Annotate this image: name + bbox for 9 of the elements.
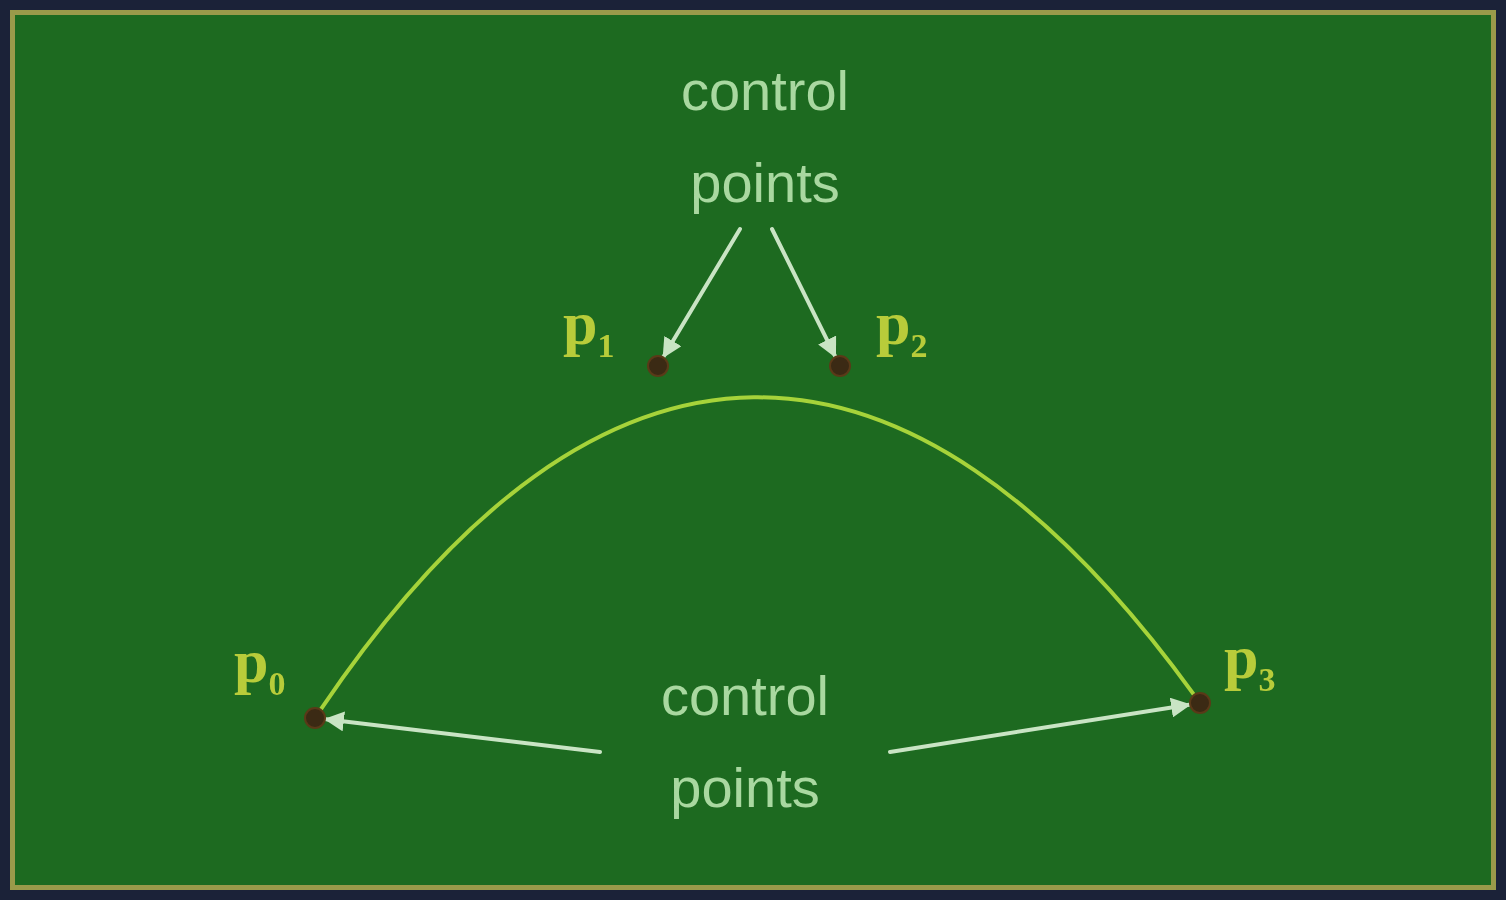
- callout-text: control points: [620, 45, 910, 229]
- bezier-curve: [319, 395, 1196, 711]
- callout-text: control points: [600, 650, 890, 834]
- point-label: p$_{2}$: [876, 292, 928, 364]
- point-label: p$_{1}$: [563, 292, 615, 364]
- arrow: [770, 227, 838, 359]
- arrow: [661, 227, 742, 359]
- point-label: p$_{0}$: [234, 630, 286, 702]
- point-label: p$_{3}$: [1224, 626, 1276, 698]
